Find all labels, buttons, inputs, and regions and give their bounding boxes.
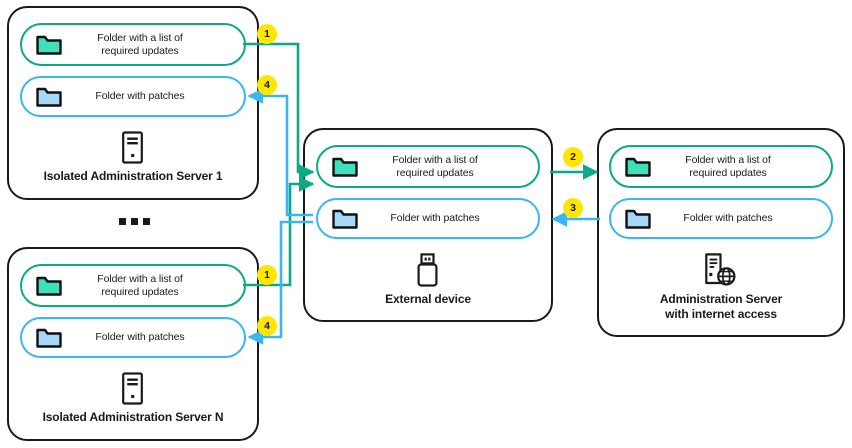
folder-pill-updates-external[interactable]: Folder with a list of required updates bbox=[316, 145, 540, 188]
folder-pill-patches-isolated-1[interactable]: Folder with patches bbox=[20, 76, 246, 117]
server-icon bbox=[120, 372, 145, 405]
folder-label: Folder with patches bbox=[95, 90, 185, 102]
ellipsis-dot bbox=[143, 218, 150, 225]
ellipsis-indicator bbox=[119, 218, 150, 225]
folder-pill-patches-admin[interactable]: Folder with patches bbox=[609, 198, 833, 239]
server-globe-icon bbox=[703, 253, 737, 288]
folder-icon-green bbox=[625, 157, 651, 177]
step-badge-1-bottom[interactable]: 1 bbox=[257, 265, 277, 285]
folder-icon-blue bbox=[332, 209, 358, 229]
step-badge-3[interactable]: 3 bbox=[563, 198, 583, 218]
folder-icon-green bbox=[332, 157, 358, 177]
caption-isolated-server-1: Isolated Administration Server 1 bbox=[43, 169, 223, 183]
folder-pill-patches-external[interactable]: Folder with patches bbox=[316, 198, 540, 239]
folder-label: Folder with a list of required updates bbox=[97, 31, 183, 57]
folder-pill-patches-isolated-n[interactable]: Folder with patches bbox=[20, 317, 246, 358]
folder-label: Folder with patches bbox=[95, 331, 185, 343]
usb-drive-icon bbox=[416, 253, 439, 287]
folder-label: Folder with a list of required updates bbox=[392, 153, 478, 179]
folder-icon-blue bbox=[625, 209, 651, 229]
step-badge-2[interactable]: 2 bbox=[563, 147, 583, 167]
step-badge-1-top[interactable]: 1 bbox=[257, 24, 277, 44]
step-badge-4-top[interactable]: 4 bbox=[257, 75, 277, 95]
caption-isolated-server-n: Isolated Administration Server N bbox=[42, 410, 224, 424]
server-icon bbox=[120, 131, 145, 164]
folder-icon-green bbox=[36, 35, 62, 55]
folder-pill-updates-isolated-n[interactable]: Folder with a list of required updates bbox=[20, 264, 246, 307]
folder-label: Folder with patches bbox=[390, 212, 480, 224]
folder-label: Folder with a list of required updates bbox=[685, 153, 771, 179]
folder-icon-blue bbox=[36, 328, 62, 348]
folder-icon-green bbox=[36, 276, 62, 296]
folder-pill-updates-admin[interactable]: Folder with a list of required updates bbox=[609, 145, 833, 188]
folder-label: Folder with a list of required updates bbox=[97, 272, 183, 298]
folder-pill-updates-isolated-1[interactable]: Folder with a list of required updates bbox=[20, 23, 246, 66]
folder-label: Folder with patches bbox=[683, 212, 773, 224]
caption-external-device: External device bbox=[385, 292, 471, 306]
caption-admin-server-internet: Administration Server with internet acce… bbox=[659, 292, 783, 321]
folder-icon-blue bbox=[36, 87, 62, 107]
step-badge-4-bottom[interactable]: 4 bbox=[257, 316, 277, 336]
ellipsis-dot bbox=[119, 218, 126, 225]
ellipsis-dot bbox=[131, 218, 138, 225]
